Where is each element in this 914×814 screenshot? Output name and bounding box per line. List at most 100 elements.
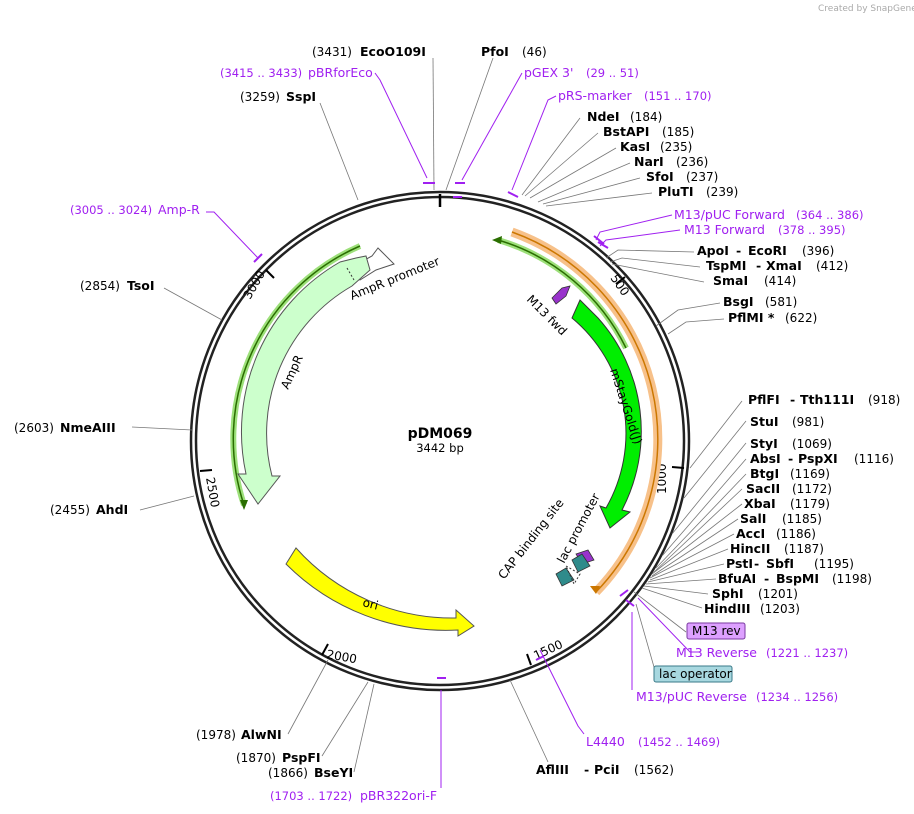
site-hincii-pos: (1187) xyxy=(784,542,824,556)
site-bfuai-pos: (1198) xyxy=(832,572,872,586)
site-acci: AccI xyxy=(736,526,765,541)
svg-text:-: - xyxy=(754,556,759,571)
plasmid-name: pDM069 xyxy=(408,426,473,442)
site-nmeaiii: NmeAIII xyxy=(60,420,116,435)
site-sfoi-pos: (237) xyxy=(686,170,718,184)
site-tspmi-pos: (412) xyxy=(816,259,848,273)
site-hincii: HincII xyxy=(730,541,770,556)
primer-m13-reverse: M13 Reverse xyxy=(676,645,757,660)
site-bstapi-pos: (185) xyxy=(662,125,694,139)
site-xmai: XmaI xyxy=(766,258,802,273)
m13fwd-label: M13 fwd xyxy=(524,292,570,338)
site-absi-pos: (1116) xyxy=(854,452,894,466)
site-absi: AbsI xyxy=(750,451,781,466)
site-alwni-pos: (1978) xyxy=(196,728,236,742)
ampr-span-arc xyxy=(232,245,361,506)
svg-text:-: - xyxy=(736,243,741,258)
site-afliii-pos: (1562) xyxy=(634,763,674,777)
svg-text:-: - xyxy=(788,451,793,466)
site-xbai: XbaI xyxy=(744,496,776,511)
site-psti: PstI xyxy=(726,556,753,571)
site-alwni: AlwNI xyxy=(241,727,282,742)
site-ahdi-pos: (2455) xyxy=(50,503,90,517)
site-bfuai: BfuAI xyxy=(718,571,756,586)
primer-pbrforeco: pBRforEco xyxy=(308,65,373,80)
site-pflfi-pos: (918) xyxy=(868,393,900,407)
primer-m13-forward-range: (378 .. 395) xyxy=(778,223,846,237)
primer-ampr: Amp-R xyxy=(158,202,200,217)
primer-pbrforeco-range: (3415 .. 3433) xyxy=(220,66,302,80)
primer-m13puc-forward: M13/pUC Forward xyxy=(674,207,785,222)
primer-m13puc-reverse: M13/pUC Reverse xyxy=(636,689,747,704)
cap-binding-feature xyxy=(555,567,575,587)
site-sacii: SacII xyxy=(746,481,780,496)
primer-prs-marker-range: (151 .. 170) xyxy=(644,89,712,103)
site-pflfi: PflFI xyxy=(748,392,780,407)
ori-label: ori xyxy=(361,595,380,612)
primer-pbr322ori-f: pBR322ori-F xyxy=(360,788,437,803)
primer-labels: (3415 .. 3433) pBRforEco pGEX 3' (29 .. … xyxy=(70,65,864,803)
primer-pbr322ori-f-range: (1703 .. 1722) xyxy=(270,789,352,803)
tick-2500: 2500 xyxy=(203,476,222,509)
site-stui: StuI xyxy=(750,414,779,429)
primer-m13puc-reverse-range: (1234 .. 1256) xyxy=(756,690,838,704)
snapgene-credit: Created by SnapGene xyxy=(818,4,914,14)
site-tspmi: TspMI xyxy=(706,258,746,273)
site-sspi: SspI xyxy=(286,89,316,104)
backbone-outer xyxy=(189,190,691,692)
site-sphi: SphI xyxy=(712,586,744,601)
site-btgi: BtgI xyxy=(750,466,779,481)
tick-500: 500 xyxy=(608,272,633,299)
site-stui-pos: (981) xyxy=(792,415,824,429)
site-psti-pos: (1195) xyxy=(814,557,854,571)
site-apoi-pos: (396) xyxy=(802,244,834,258)
site-kasi: KasI xyxy=(620,139,650,154)
svg-text:-: - xyxy=(764,571,769,586)
site-bstapi: BstAPI xyxy=(603,124,649,139)
mcs-region-arrow xyxy=(590,586,600,594)
lac-operator-box xyxy=(653,665,733,683)
site-pcii: PciI xyxy=(594,762,620,777)
primer-prs-marker: pRS-marker xyxy=(558,88,633,103)
site-bseyi: BseYI xyxy=(314,765,353,780)
site-tsoi-pos: (2854) xyxy=(80,279,120,293)
site-ndei: NdeI xyxy=(587,109,620,124)
site-bspmi: BspMI xyxy=(776,571,819,586)
primer-ampr-range: (3005 .. 3024) xyxy=(70,203,152,217)
site-nmeaiii-pos: (2603) xyxy=(14,421,54,435)
site-bsgi-pos: (581) xyxy=(765,295,797,309)
primer-m13puc-forward-range: (364 .. 386) xyxy=(796,208,864,222)
site-styi: StyI xyxy=(750,436,778,451)
site-pflmi-pos: (622) xyxy=(785,311,817,325)
site-kasi-pos: (235) xyxy=(660,140,692,154)
site-labels: (3431) EcoO109I PfoI (46) (3259) SspI Nd… xyxy=(14,44,900,780)
site-hindiii-pos: (1203) xyxy=(760,602,800,616)
site-sali: SalI xyxy=(740,511,766,526)
site-afliii: AflIII xyxy=(536,762,569,777)
site-pfoi: PfoI xyxy=(481,44,509,59)
site-sspi-pos: (3259) xyxy=(240,90,280,104)
mcs-region-arc xyxy=(511,231,659,593)
site-bseyi-pos: (1866) xyxy=(268,766,308,780)
site-ecoo109i: EcoO109I xyxy=(360,44,426,59)
site-smai-pos: (414) xyxy=(764,274,796,288)
site-tth111i: Tth111I xyxy=(800,392,854,407)
site-sphi-pos: (1201) xyxy=(758,587,798,601)
primer-l4440: L4440 xyxy=(586,734,625,749)
mstaygold-feature xyxy=(571,299,642,529)
site-nari-pos: (236) xyxy=(676,155,708,169)
ampr-feature xyxy=(237,255,371,505)
site-ecori: EcoRI xyxy=(748,243,787,258)
primer-m13-forward: M13 Forward xyxy=(684,222,765,237)
ori-feature xyxy=(285,547,475,637)
site-sacii-pos: (1172) xyxy=(792,482,832,496)
site-bsgi: BsgI xyxy=(723,294,754,309)
site-ecoo109i-pos: (3431) xyxy=(312,45,352,59)
site-pspfi: PspFI xyxy=(282,750,321,765)
svg-text:-: - xyxy=(790,392,795,407)
primer-pgex3-range: (29 .. 51) xyxy=(586,66,639,80)
m13rev-box xyxy=(686,622,746,640)
site-apoi: ApoI xyxy=(697,243,729,258)
plasmid-length: 3442 bp xyxy=(416,441,464,455)
